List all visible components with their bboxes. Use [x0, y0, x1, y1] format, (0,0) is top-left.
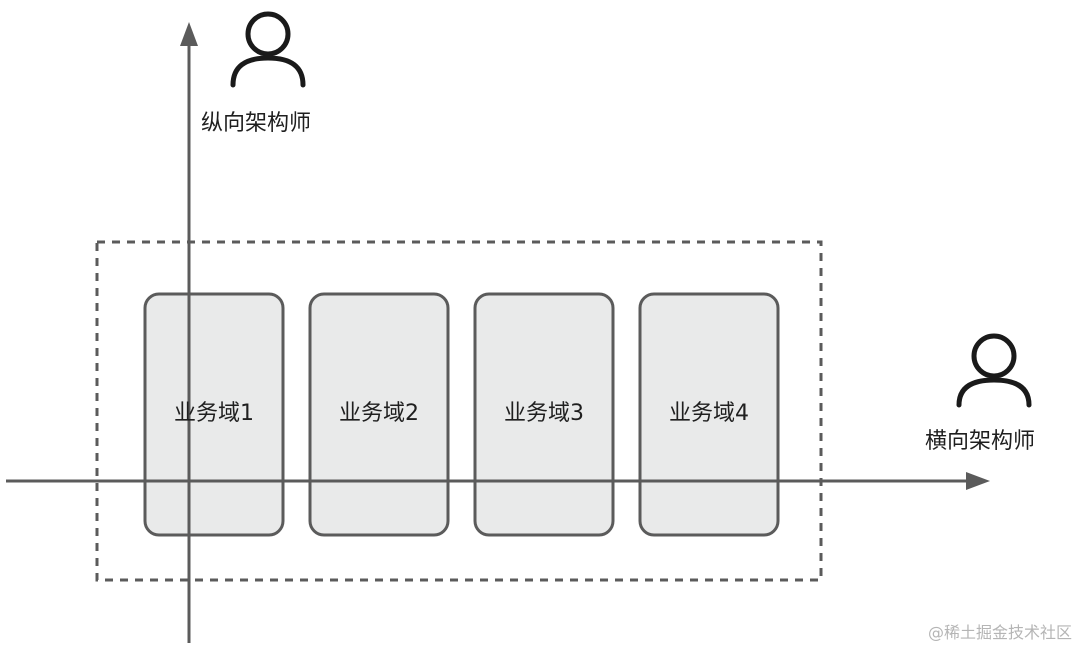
horizontal-architect-label: 横向架构师 [925, 429, 1036, 454]
watermark: @稀土掘金技术社区 [927, 623, 1072, 642]
domain-box-2 [308, 292, 450, 537]
vertical-architect-label: 纵向架构师 [201, 111, 312, 136]
domain-box-4 [638, 292, 780, 537]
domain-box-3 [473, 292, 615, 537]
person-icon [956, 333, 1032, 408]
domain-box-1 [143, 292, 285, 537]
domain-label-3: 业务域3 [504, 401, 584, 426]
domain-label-1: 业务域1 [174, 401, 254, 426]
arrow-head-icon [180, 22, 198, 46]
arrow-head-icon [966, 472, 990, 490]
dashed-boundary [95, 240, 823, 582]
domain-label-2: 业务域2 [339, 401, 419, 426]
person-icon [230, 11, 306, 88]
domain-label-4: 业务域4 [669, 401, 749, 426]
